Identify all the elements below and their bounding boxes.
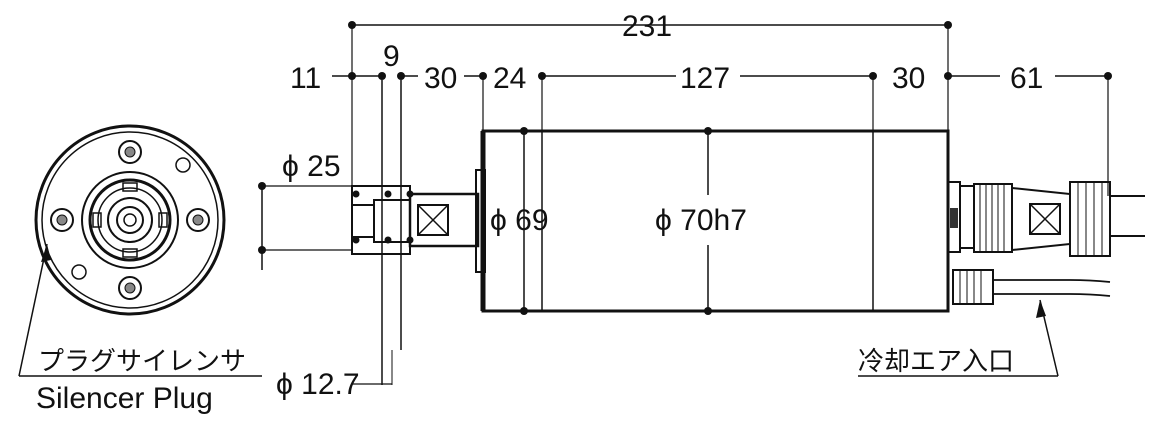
bolt-right <box>186 208 210 232</box>
bolt-bottom <box>118 276 142 300</box>
cooling-air-leader <box>858 299 1059 377</box>
bolt-top <box>118 140 142 164</box>
dim-phi-70h7: ϕ 70h7 <box>655 204 747 237</box>
dimension-lines <box>258 21 1112 385</box>
dim-9: 9 <box>383 40 400 73</box>
silencer-plug-label-jp: プラグサイレンサ <box>38 346 246 376</box>
cooling-air-label: 冷却エア入口 <box>858 346 1014 376</box>
dim-30-a: 30 <box>424 62 457 95</box>
dim-phi-69: ϕ 69 <box>490 204 549 237</box>
dim-127: 127 <box>680 62 730 95</box>
dim-phi-12-7: ϕ 12.7 <box>276 368 360 401</box>
dim-30-b: 30 <box>892 62 925 95</box>
front-view <box>34 124 226 316</box>
dim-61: 61 <box>1010 62 1043 95</box>
side-view <box>351 80 1145 385</box>
dim-11: 11 <box>290 62 321 95</box>
silencer-plug-label-en: Silencer Plug <box>36 382 213 415</box>
shaft <box>408 192 480 248</box>
dim-phi-25: ϕ 25 <box>282 150 341 183</box>
dim-overall-231: 231 <box>622 10 672 43</box>
bolt-left <box>50 208 74 232</box>
dim-24: 24 <box>493 62 526 95</box>
silencer-plug-leader <box>18 243 262 377</box>
